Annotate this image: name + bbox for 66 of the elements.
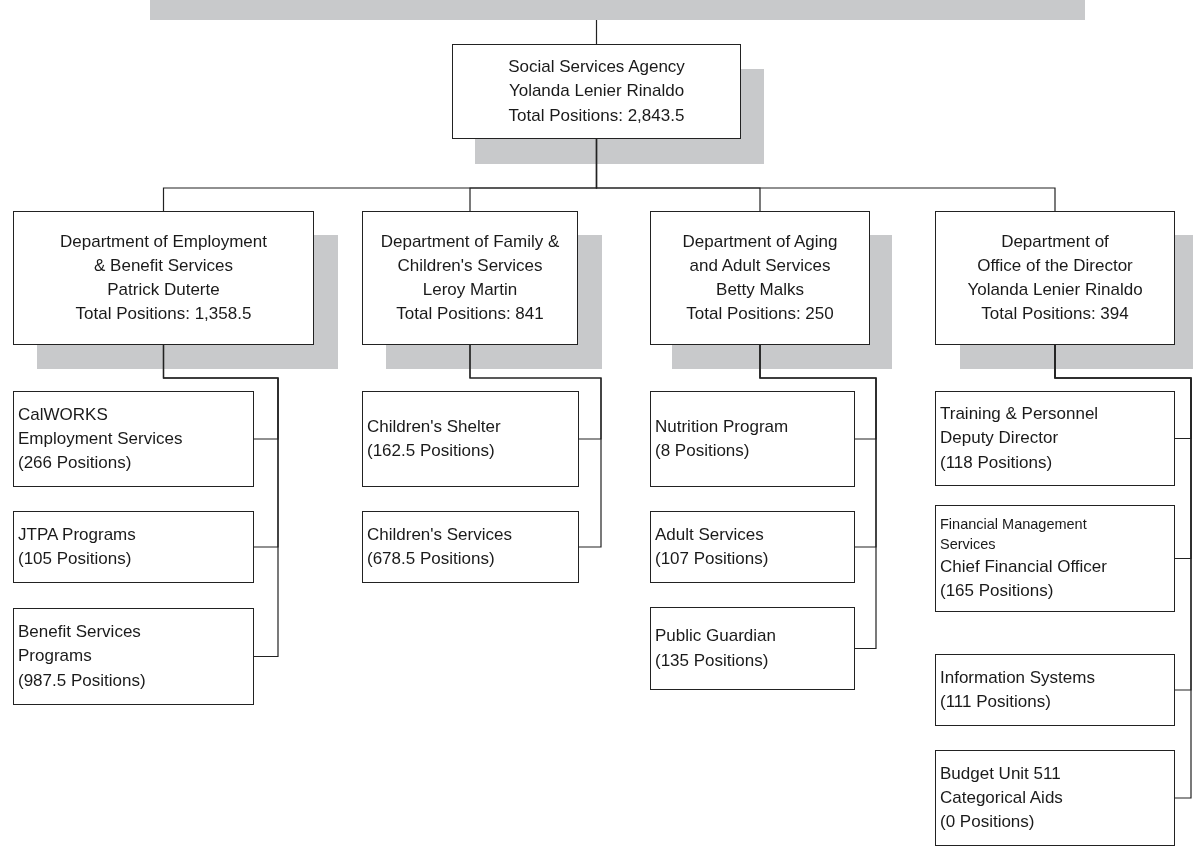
unit-title: Social Services Agency bbox=[508, 56, 685, 79]
org-unit-box bbox=[13, 211, 314, 345]
org-unit-box bbox=[935, 750, 1175, 846]
unit-detail: Total Positions: 250 bbox=[686, 303, 834, 326]
unit-detail: Patrick Duterte bbox=[107, 279, 220, 301]
unit-detail: (987.5 Positions) bbox=[18, 669, 146, 692]
unit-detail: Total Positions: 1,358.5 bbox=[75, 303, 252, 326]
connector-line bbox=[759, 344, 877, 650]
unit-title: Department of Aging and Adult Services bbox=[681, 230, 839, 277]
org-unit-box bbox=[650, 511, 855, 583]
unit-detail: (135 Positions) bbox=[655, 649, 769, 672]
org-unit-box bbox=[13, 391, 254, 487]
connector-line bbox=[595, 19, 598, 45]
header-bar bbox=[150, 0, 1085, 20]
org-unit-box bbox=[935, 391, 1175, 486]
unit-detail: Total Positions: 2,843.5 bbox=[508, 104, 685, 127]
unit-detail: Office of the Director bbox=[977, 254, 1133, 277]
unit-title: Children's Shelter bbox=[367, 415, 501, 438]
unit-title: Department of Family & Children's Services bbox=[379, 230, 561, 277]
org-unit-box bbox=[935, 654, 1175, 726]
org-unit-box bbox=[452, 44, 741, 139]
connector-line bbox=[595, 138, 1056, 212]
unit-detail: Yolanda Lenier Rinaldo bbox=[967, 279, 1143, 301]
connector-line bbox=[469, 344, 602, 548]
unit-title: Nutrition Program bbox=[655, 415, 789, 438]
unit-detail: (111 Positions) bbox=[940, 691, 1051, 713]
unit-title: Budget Unit 511 Categorical Aids bbox=[940, 762, 1064, 809]
unit-detail: (118 Positions) bbox=[940, 451, 1053, 474]
unit-detail: (266 Positions) bbox=[18, 452, 132, 475]
unit-title: CalWORKS Employment Services bbox=[18, 403, 184, 450]
unit-detail: Deputy Director bbox=[940, 427, 1059, 450]
org-unit-box bbox=[650, 211, 870, 345]
org-unit-box bbox=[362, 391, 579, 487]
unit-detail: (105 Positions) bbox=[18, 548, 132, 570]
unit-detail: Total Positions: 841 bbox=[396, 303, 544, 326]
unit-detail: Total Positions: 394 bbox=[981, 303, 1129, 326]
org-unit-box bbox=[362, 211, 578, 345]
unit-title: Public Guardian bbox=[655, 625, 776, 648]
unit-detail: (8 Positions) bbox=[655, 440, 750, 462]
org-unit-box bbox=[935, 211, 1175, 345]
org-unit-box bbox=[362, 511, 579, 583]
unit-title: Department of bbox=[1001, 230, 1109, 253]
unit-detail: Yolanda Lenier Rinaldo bbox=[508, 80, 685, 103]
unit-detail: (165 Positions) bbox=[940, 580, 1054, 603]
unit-detail: (107 Positions) bbox=[655, 548, 769, 570]
unit-title: Financial Management Services bbox=[940, 514, 1088, 555]
unit-title: Department of Employment & Benefit Services bbox=[59, 230, 268, 277]
unit-detail: (0 Positions) bbox=[940, 811, 1035, 834]
org-unit-box bbox=[13, 608, 254, 705]
unit-detail: Betty Malks bbox=[716, 279, 804, 301]
unit-title: Benefit Services Programs bbox=[18, 621, 142, 668]
unit-title: JTPA Programs bbox=[18, 523, 136, 546]
unit-detail: (678.5 Positions) bbox=[367, 548, 495, 570]
connector-line bbox=[1054, 344, 1192, 799]
unit-detail: Chief Financial Officer bbox=[940, 555, 1107, 578]
unit-detail: (162.5 Positions) bbox=[367, 440, 495, 462]
unit-title: Adult Services bbox=[655, 523, 764, 546]
connector-line bbox=[162, 344, 279, 658]
unit-detail: Leroy Martin bbox=[422, 279, 518, 301]
unit-title: Training & Personnel bbox=[940, 403, 1099, 426]
org-unit-box bbox=[13, 511, 254, 583]
org-unit-box bbox=[650, 607, 855, 690]
org-unit-box bbox=[650, 391, 855, 487]
unit-title: Information Systems bbox=[940, 666, 1095, 689]
org-unit-box bbox=[935, 505, 1175, 612]
unit-title: Children's Services bbox=[367, 523, 512, 546]
